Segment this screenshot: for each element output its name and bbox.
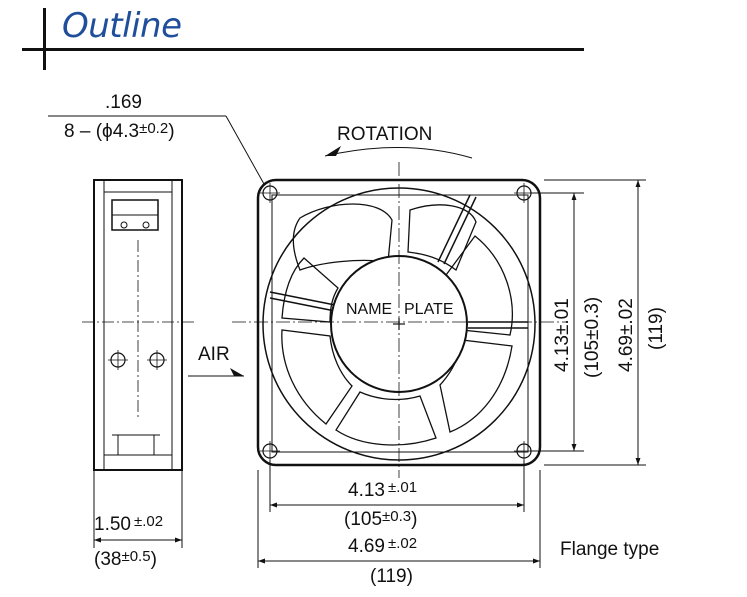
spoke-left xyxy=(269,291,341,307)
overall-mm: (119) xyxy=(370,566,413,587)
right-overall-mm: (119) xyxy=(646,307,667,350)
hole-spec-inch: .169 xyxy=(105,92,142,113)
terminal-pin-1 xyxy=(120,221,128,229)
title-underline xyxy=(22,48,584,51)
flange-type-label: Flange type xyxy=(560,539,659,560)
right-dimensions: 4.13±.01 (105±0.3) 4.69±.02 (119) xyxy=(530,179,667,466)
blade-2 xyxy=(407,204,477,272)
right-overall-inch: 4.69±.02 xyxy=(616,298,637,372)
rotation-label: ROTATION xyxy=(337,124,432,145)
rotation-arc xyxy=(324,146,473,159)
hole-spec-leader xyxy=(225,115,265,185)
overall-inch: 4.69±.02 xyxy=(348,535,417,557)
blade-7 xyxy=(281,257,339,323)
pitch-inch: 4.13±.01 xyxy=(348,479,417,501)
fan-side-view xyxy=(82,179,194,471)
bottom-dimensions: 4.13±.01 (105±0.3) 4.69±.02 (119) xyxy=(257,460,541,587)
blade-1 xyxy=(292,203,393,271)
depth-dimension: 1.50±.02 (38±0.5) xyxy=(93,470,183,570)
air-label: AIR xyxy=(198,344,230,365)
hole-spec-mm: 8 – (ϕ4.3±0.2) xyxy=(64,120,175,142)
depth-mm: (38±0.5) xyxy=(94,548,157,570)
pitch-mm: (105±0.3) xyxy=(344,508,417,530)
nameplate-right: PLATE xyxy=(404,301,454,318)
nameplate-left: NAME xyxy=(346,301,392,318)
blade-6 xyxy=(281,329,353,425)
right-pitch-inch: 4.13±.01 xyxy=(552,298,573,372)
rotation-indicator: ROTATION xyxy=(324,124,473,159)
airflow-indicator: AIR xyxy=(188,344,244,377)
side-outline xyxy=(93,179,183,471)
rotation-arrowhead xyxy=(325,146,341,156)
fan-front-view xyxy=(232,162,568,478)
page-title: Outline xyxy=(62,6,182,46)
terminal-pin-2 xyxy=(142,221,150,229)
blade-5 xyxy=(335,391,437,446)
right-pitch-mm: (105±0.3) xyxy=(582,297,603,378)
impeller-blades xyxy=(281,203,513,446)
depth-inch: 1.50±.02 xyxy=(94,513,163,535)
spoke-top xyxy=(437,194,471,263)
hole-spec-callout: .169 8 – (ϕ4.3±0.2) xyxy=(48,92,265,185)
title-bar-vertical xyxy=(43,8,46,70)
